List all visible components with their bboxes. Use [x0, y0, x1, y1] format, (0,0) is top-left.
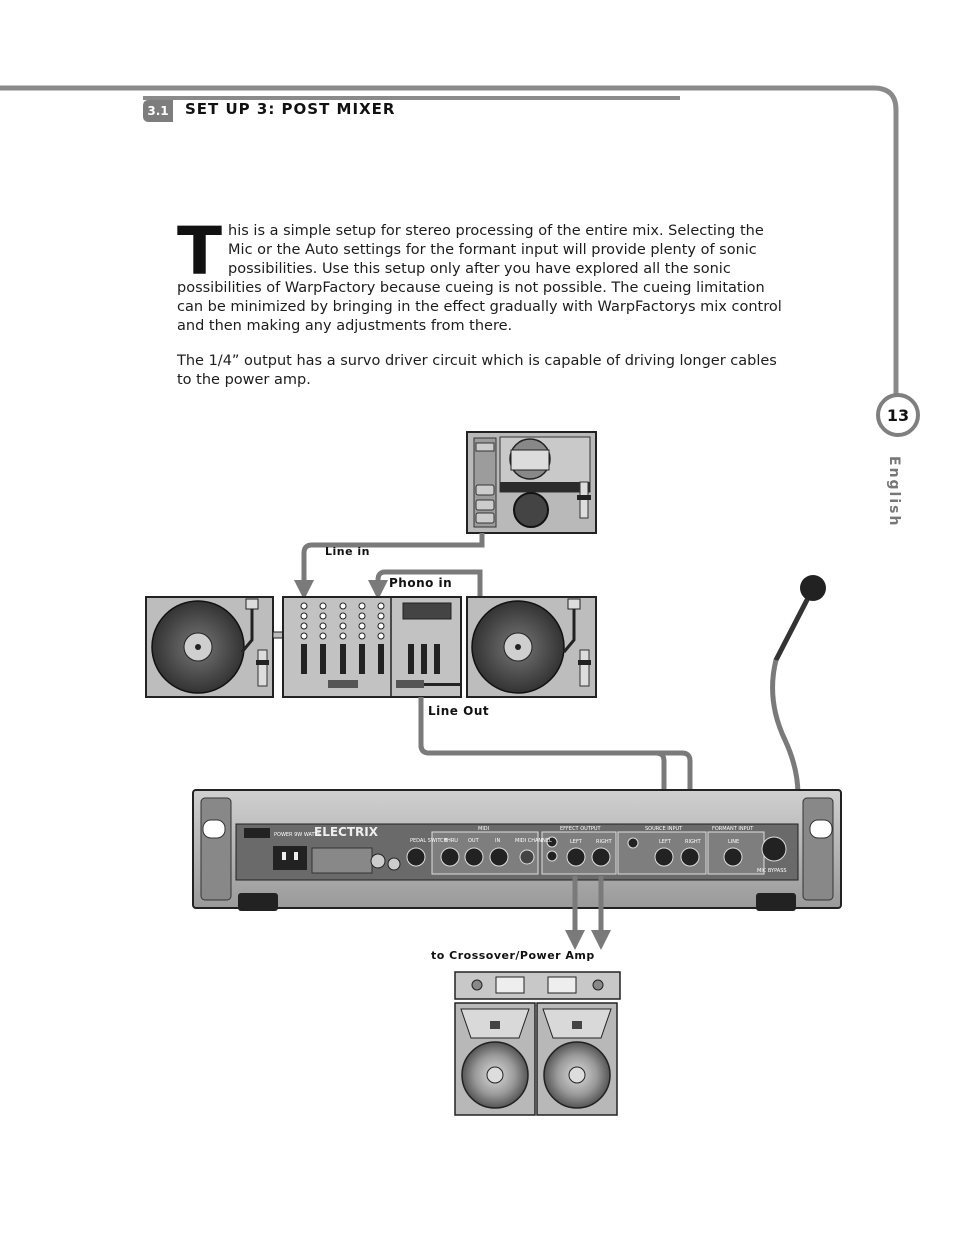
language-tab: English	[886, 456, 902, 528]
page-number: 13	[876, 393, 920, 437]
panel-mic-bypass-label: MIC BYPASS	[757, 868, 787, 874]
panel-source-input-label: SOURCE INPUT	[645, 826, 683, 832]
panel-effect-right-label: RIGHT	[596, 839, 613, 845]
panel-midi-channel-label: MIDI CHANNEL	[515, 838, 552, 844]
phono-in-cable	[368, 569, 483, 600]
panel-effect-left-label: LEFT	[570, 839, 583, 845]
warpfactory-rack-unit	[192, 789, 842, 911]
panel-pedal-switch-label: PEDAL SWITCH	[410, 838, 448, 844]
panel-midi-label: MIDI	[478, 826, 489, 832]
body-text: T his is a simple setup for stereo proce…	[177, 213, 787, 390]
microphone-icon	[773, 575, 826, 663]
panel-effect-output-label: EFFECT OUTPUT	[560, 826, 602, 832]
speaker-right	[536, 1002, 618, 1116]
dj-mixer	[282, 596, 462, 698]
panel-line-label: LINE	[728, 839, 739, 845]
phono-in-label: Phono in	[389, 576, 453, 590]
line-out-cable-right	[418, 744, 700, 828]
panel-source-left-label: LEFT	[659, 839, 672, 845]
line-in-label: Line in	[325, 545, 371, 558]
speaker-left	[454, 1002, 536, 1116]
brand-logo: ELECTRIX	[314, 825, 379, 839]
paragraph-1: his is a simple setup for stereo process…	[177, 223, 782, 334]
panel-out-label: OUT	[468, 838, 480, 844]
panel-source-right-label: RIGHT	[685, 839, 702, 845]
panel-power-label: POWER 9W WATTS	[274, 832, 321, 838]
turntable-right	[466, 596, 597, 698]
section-number-badge: 3.1	[143, 100, 173, 122]
drop-cap: T	[177, 213, 223, 290]
section-title: SET UP 3: POST MIXER	[185, 100, 396, 118]
paragraph-2: The 1/4” output has a survo driver circu…	[177, 353, 777, 388]
turntable-left	[145, 596, 274, 698]
cd-player	[466, 431, 597, 534]
panel-formant-input-label: FORMANT INPUT	[712, 826, 754, 832]
panel-thru-label: THRU	[443, 838, 458, 844]
panel-in-label: IN	[495, 838, 500, 844]
to-crossover-label: to Crossover/Power Amp	[431, 949, 595, 962]
power-amp	[454, 971, 621, 1000]
line-in-cable	[294, 533, 485, 600]
line-out-label: Line Out	[428, 704, 490, 718]
